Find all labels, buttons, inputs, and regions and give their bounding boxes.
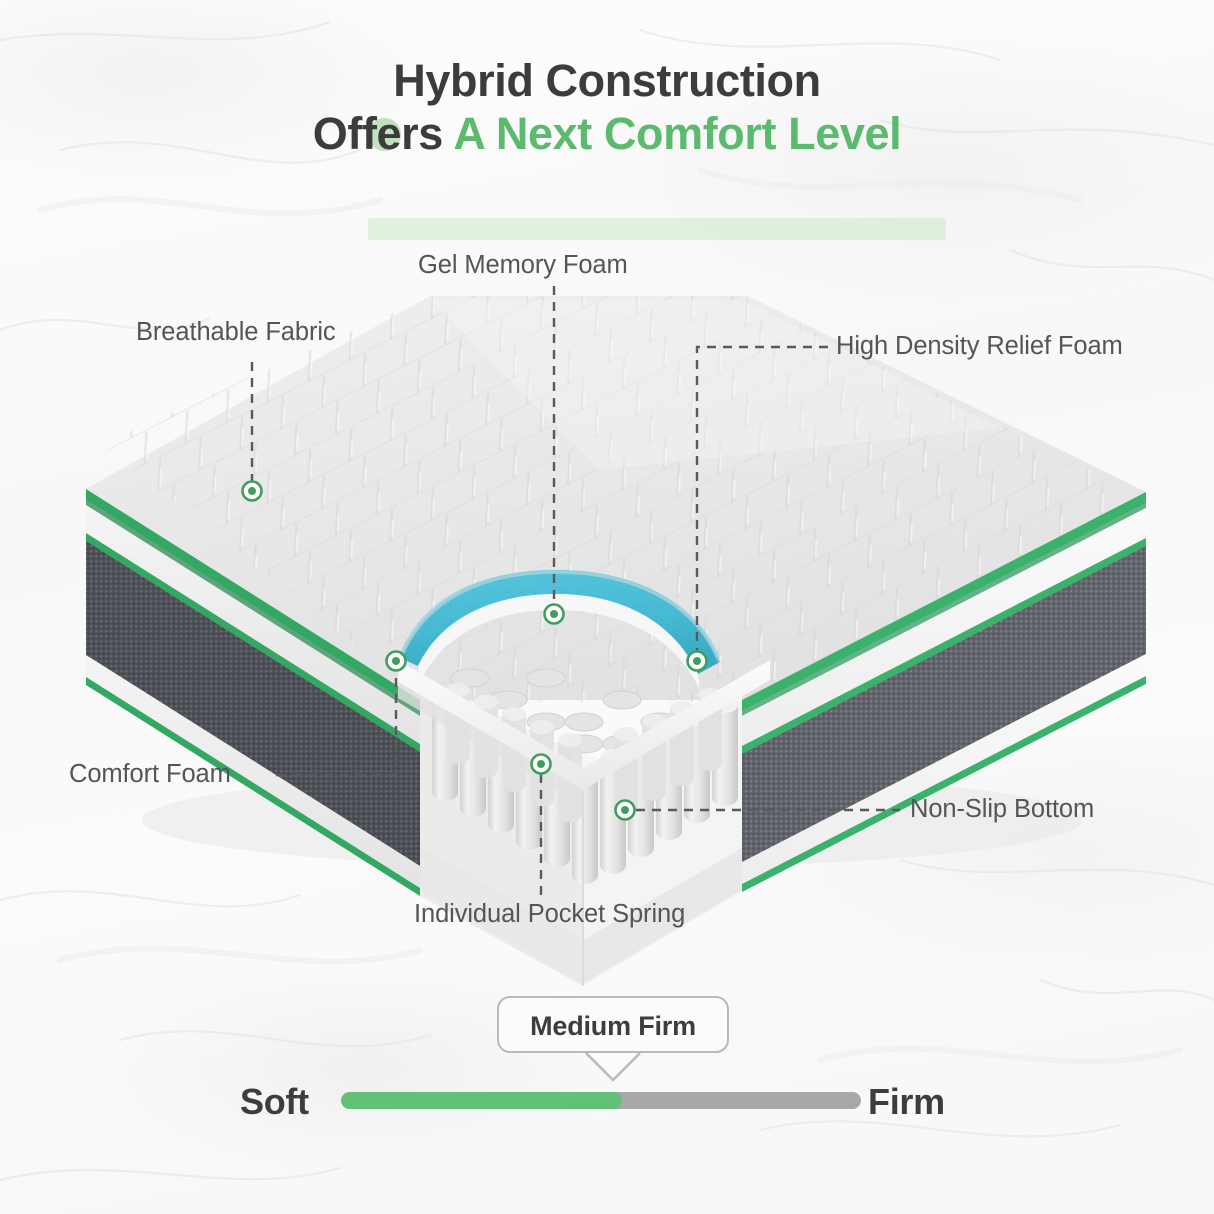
marker-comfort-foam: [385, 650, 407, 672]
firmness-bubble-tail: [585, 1052, 641, 1082]
headline-line-1: Hybrid Construction: [393, 55, 821, 106]
marker-dots: [241, 480, 708, 821]
headline-line-2-accent: A Next Comfort Level: [453, 107, 902, 159]
leader-high-density-relief-foam: [695, 345, 828, 653]
label-breathable-fabric: Breathable Fabric: [136, 318, 336, 346]
label-individual-pocket-spring: Individual Pocket Spring: [414, 900, 686, 928]
high-density-relief-foam-layer: [418, 594, 700, 690]
firmness-soft-label: Soft: [240, 1081, 309, 1122]
headline-dot-decoration: [368, 118, 401, 151]
cover-band-left: [86, 505, 420, 744]
firmness-badge-label: Medium Firm: [530, 1011, 696, 1041]
foam-base-layer: [420, 846, 742, 984]
firmness-slider-track[interactable]: [341, 1092, 861, 1109]
firmness-slider-fill: [341, 1092, 622, 1109]
label-gel-memory-foam: Gel Memory Foam: [418, 251, 628, 279]
label-non-slip-bottom: Non-Slip Bottom: [910, 795, 1095, 823]
marker-breathable-fabric: [241, 480, 263, 502]
leader-comfort-foam: [276, 669, 398, 777]
piping-top-left: [86, 489, 420, 711]
cover-band-right: [742, 508, 1146, 746]
label-comfort-foam: Comfort Foam: [69, 760, 231, 788]
marker-individual-pocket-spring: [530, 753, 552, 775]
leader-lines: [250, 286, 900, 896]
piping-top-right: [742, 492, 1146, 711]
headline-highlight-bar: [368, 218, 946, 240]
piping-bottom-right: [742, 676, 1146, 892]
marker-non-slip-bottom: [614, 799, 636, 821]
firmness-badge: Medium Firm: [497, 996, 729, 1053]
headline: Hybrid Construction Offers A Next Comfor…: [0, 55, 1214, 240]
headline-line-2-plain: Offers: [312, 107, 454, 159]
marker-high-density-relief-foam: [686, 650, 708, 672]
marker-gel-memory-foam: [543, 603, 565, 625]
headline-line-2: Offers A Next Comfort Level: [0, 107, 1214, 159]
label-high-density-relief-foam: High Density Relief Foam: [836, 332, 1123, 360]
comfort-foam-layer: [398, 660, 770, 790]
piping-bottom-left: [86, 677, 420, 896]
firmness-firm-label: Firm: [868, 1081, 945, 1122]
